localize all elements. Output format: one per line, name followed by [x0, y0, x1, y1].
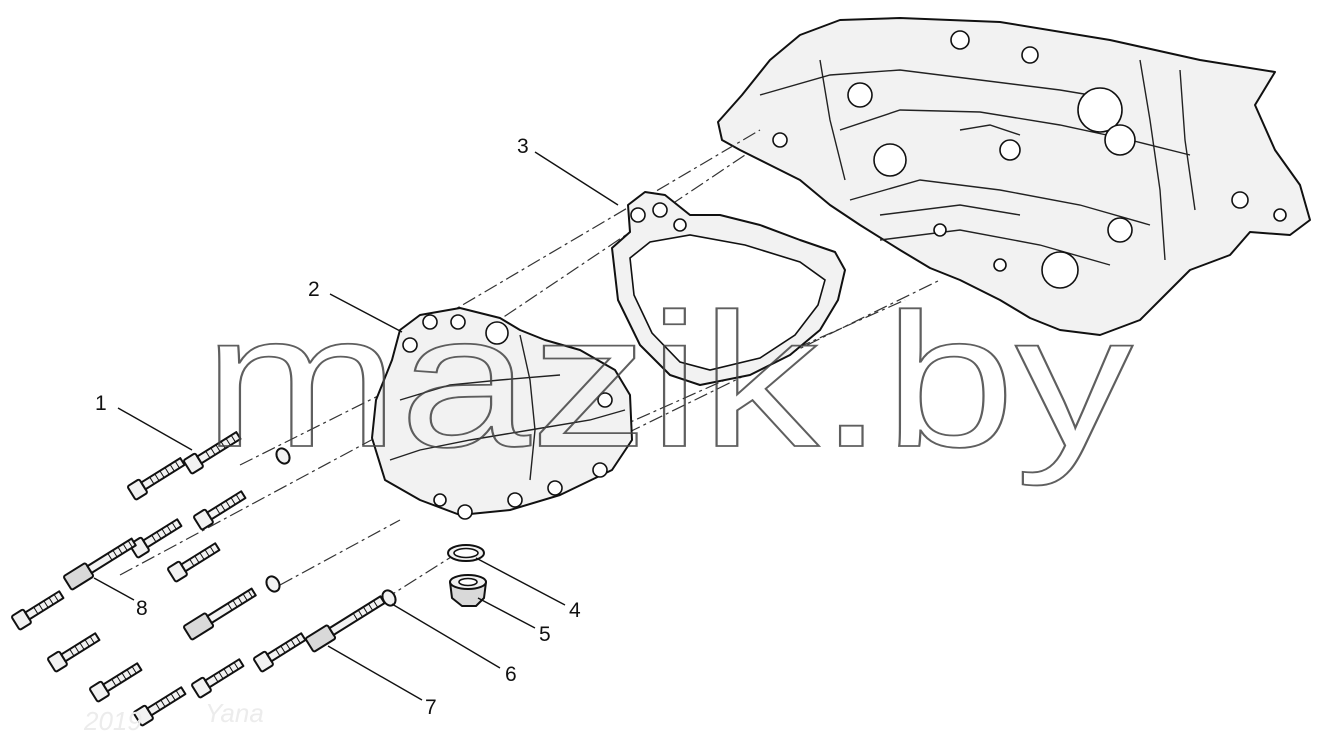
drain-plug: [449, 574, 487, 607]
callout-6: 6: [505, 663, 517, 686]
stud-bolt: [63, 537, 137, 591]
bolt: [133, 686, 187, 727]
watermark-text: mazik.by: [203, 275, 1133, 487]
callout-4: 4: [569, 599, 581, 622]
bolt: [47, 632, 101, 673]
callout-numbers: 1 2 3 4 5 6 7 8: [95, 135, 581, 719]
oil-pan-cover: [371, 307, 633, 520]
bolt: [191, 658, 245, 699]
callout-7: 7: [425, 696, 437, 719]
callout-8: 8: [136, 597, 148, 620]
bolts: [11, 431, 386, 727]
bolt: [127, 457, 186, 501]
faint-year-text: 2019: [83, 706, 142, 736]
callout-5: 5: [539, 623, 551, 646]
bolt: [193, 490, 247, 531]
stud-bolt: [183, 587, 257, 641]
callout-1: 1: [95, 392, 107, 415]
o-ring: [447, 544, 485, 562]
bolt: [11, 590, 65, 631]
gasket: [611, 191, 846, 386]
callout-3: 3: [517, 135, 529, 158]
washers: [265, 447, 397, 607]
bolt: [183, 431, 242, 475]
bolt: [167, 542, 221, 583]
faint-name-text: Yana: [205, 698, 264, 728]
bolt: [129, 518, 183, 559]
callout-2: 2: [308, 278, 320, 301]
engine-block: [717, 17, 1311, 336]
bolt: [253, 632, 307, 673]
bolt: [89, 662, 143, 703]
leader-lines: [93, 151, 619, 701]
stud-bolt: [305, 595, 386, 653]
